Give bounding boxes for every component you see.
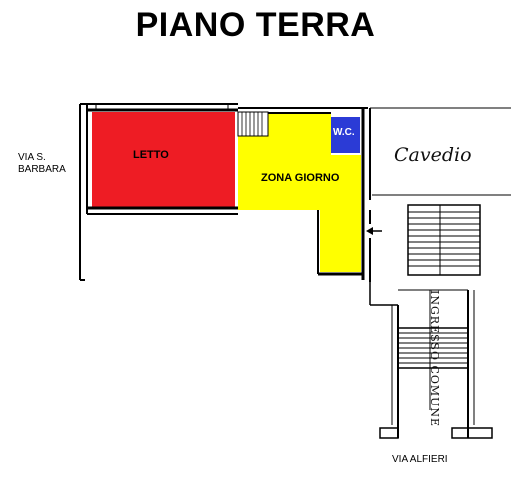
room-zona-giorno <box>238 114 361 272</box>
room-label-zona-giorno: ZONA GIORNO <box>261 172 340 184</box>
cavedio-label: Cavedio <box>394 144 472 166</box>
room-letto <box>92 112 235 207</box>
street-label-south: VIA ALFIERI <box>392 454 448 465</box>
room-label-wc: W.C. <box>333 127 355 138</box>
page-title: PIANO TERRA <box>135 6 376 44</box>
ingresso-comune-label: INGRESSO COMUNE <box>428 290 441 428</box>
room-label-letto: LETTO <box>133 149 169 161</box>
walls <box>79 103 511 439</box>
street-label-west-line1: VIA S. <box>18 152 46 163</box>
street-label-west: VIA S. BARBARA <box>18 152 66 176</box>
street-label-west-line2: BARBARA <box>18 164 66 175</box>
room-wc <box>331 117 360 153</box>
